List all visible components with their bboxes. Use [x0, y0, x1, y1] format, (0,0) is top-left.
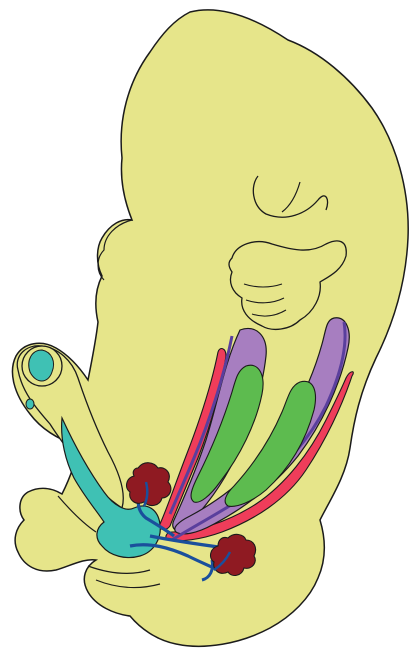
- embryo-body: [12, 10, 408, 646]
- stalk-vessel: [26, 399, 34, 409]
- stalk-lumen: [29, 350, 54, 381]
